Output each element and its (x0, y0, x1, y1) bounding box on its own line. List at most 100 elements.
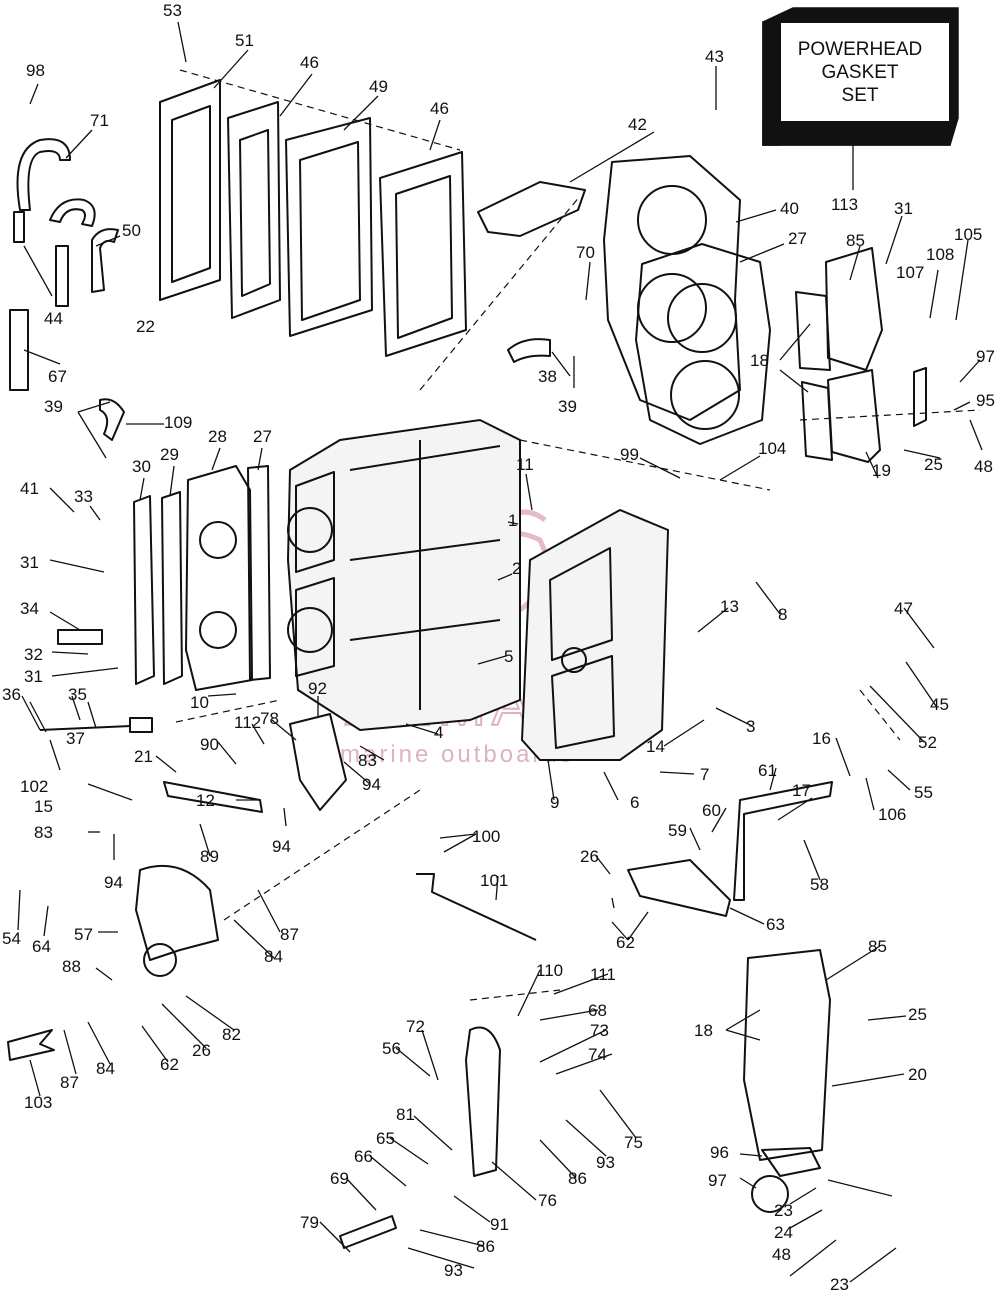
callout: 69 (330, 1169, 349, 1188)
callout: 26 (580, 847, 599, 866)
callout: 86 (568, 1169, 587, 1188)
callout: 94 (272, 837, 291, 856)
callout: 98 (26, 61, 45, 80)
callout: 58 (810, 875, 829, 894)
callout: 49 (369, 77, 388, 96)
callout: 86 (476, 1237, 495, 1256)
callout: 61 (758, 761, 777, 780)
callout: 66 (354, 1147, 373, 1166)
callout: 96 (710, 1143, 729, 1162)
callout: 26 (192, 1041, 211, 1060)
callout: 105 (954, 225, 982, 244)
callout: 109 (164, 413, 192, 432)
callout: 13 (720, 597, 739, 616)
callout: 78 (260, 709, 279, 728)
callout: 24 (774, 1223, 793, 1242)
callout: 103 (24, 1093, 52, 1112)
callout: 64 (32, 937, 51, 956)
callout: 70 (576, 243, 595, 262)
callout: 43 (705, 47, 724, 66)
leader-lines (17, 21, 983, 1283)
callout: 18 (750, 351, 769, 370)
callout: 57 (74, 925, 93, 944)
callout: 93 (596, 1153, 615, 1172)
callout: 107 (896, 263, 924, 282)
callout: 34 (20, 599, 39, 618)
callout: 89 (200, 847, 219, 866)
callout: 33 (74, 487, 93, 506)
callout: 65 (376, 1129, 395, 1148)
callout: 82 (222, 1025, 241, 1044)
callout: 55 (914, 783, 933, 802)
callout: 111 (590, 965, 616, 984)
crankcase-half (520, 508, 670, 761)
callout: 38 (538, 367, 557, 386)
callout: 4 (434, 723, 443, 742)
callout: 46 (300, 53, 319, 72)
callout: 75 (624, 1133, 643, 1152)
callout: 12 (196, 791, 215, 810)
gasket-box-line1: POWERHEAD (798, 39, 923, 60)
callout: 39 (558, 397, 577, 416)
callout: 71 (90, 111, 109, 130)
callout: 25 (908, 1005, 927, 1024)
callout: 83 (34, 823, 53, 842)
callout: 46 (430, 99, 449, 118)
callout: 87 (280, 925, 299, 944)
powerhead-gasket-set-box: POWERHEAD GASKET SET (762, 7, 959, 190)
callout: 48 (974, 457, 993, 476)
callout: 28 (208, 427, 227, 446)
callout: 67 (48, 367, 67, 386)
callout: 113 (831, 195, 858, 214)
callout: 5 (504, 647, 513, 666)
callout: 54 (2, 929, 21, 948)
callout: 53 (163, 1, 182, 20)
callout: 97 (976, 347, 995, 366)
callout: 74 (588, 1045, 607, 1064)
callout: 84 (96, 1059, 115, 1078)
callout: 60 (702, 801, 721, 820)
callout: 73 (590, 1021, 609, 1040)
left-head-assembly (133, 465, 271, 691)
callout: 81 (396, 1105, 415, 1124)
callout: 16 (812, 729, 831, 748)
callout: 48 (772, 1245, 791, 1264)
callout: 2 (512, 559, 521, 578)
callout: 39 (44, 397, 63, 416)
callout: 56 (382, 1039, 401, 1058)
callout: 88 (62, 957, 81, 976)
callout: 94 (104, 873, 123, 892)
callout: 93 (444, 1261, 463, 1280)
callout: 51 (235, 31, 254, 50)
callout: 3 (746, 717, 755, 736)
callout: 32 (24, 645, 43, 664)
callout: 104 (758, 439, 786, 458)
callout: 23 (774, 1201, 793, 1220)
gasket-42 (477, 181, 586, 237)
callout: 102 (20, 777, 48, 796)
callout: 8 (778, 605, 787, 624)
callout: 22 (136, 317, 155, 336)
callout: 87 (60, 1073, 79, 1092)
callout: 92 (308, 679, 327, 698)
callout: 85 (846, 231, 865, 250)
callout: 35 (68, 685, 87, 704)
callout: 52 (918, 733, 937, 752)
callout: 9 (550, 793, 559, 812)
callout: 18 (694, 1021, 713, 1040)
callout: 27 (253, 427, 272, 446)
alignment-lines (175, 195, 981, 1001)
callout: 99 (620, 445, 639, 464)
callout: 15 (34, 797, 53, 816)
callout: 76 (538, 1191, 557, 1210)
callout: 14 (646, 737, 665, 756)
crankcase (286, 418, 521, 732)
callout: 62 (616, 933, 635, 952)
callout: 106 (878, 805, 906, 824)
callout: 100 (472, 827, 500, 846)
callout: 41 (20, 479, 39, 498)
callout: 27 (788, 229, 807, 248)
callout: 31 (24, 667, 43, 686)
cylinder-head-top (603, 155, 771, 445)
